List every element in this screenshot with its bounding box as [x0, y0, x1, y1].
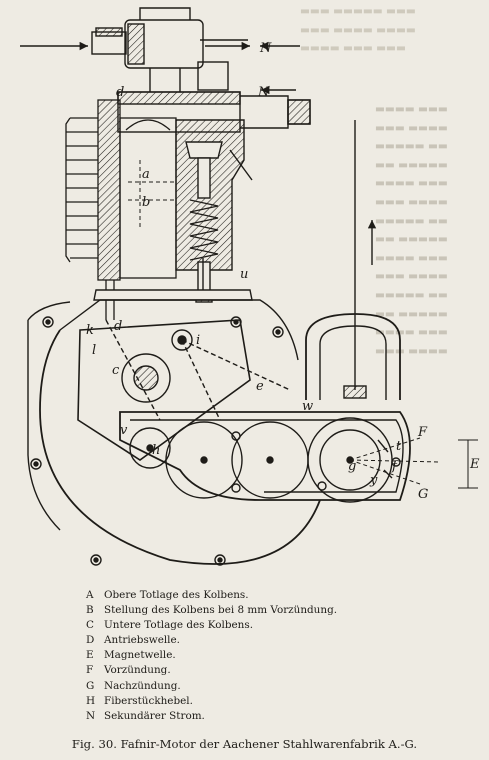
label-u: u: [240, 267, 248, 282]
legend-row: N Sekundärer Strom.: [86, 709, 416, 724]
legend-text: Stellung des Kolbens bei 8 mm Vorzündung…: [104, 604, 338, 617]
label-i: i: [196, 333, 200, 348]
cylinder-fins: [65, 99, 177, 320]
valve-chamber: [117, 91, 311, 133]
label-n-top: N: [259, 41, 272, 56]
label-g: g: [348, 459, 356, 474]
magneto: [305, 313, 401, 400]
label-y: y: [369, 473, 378, 488]
label-k: k: [86, 323, 94, 338]
label-d-left: d: [114, 319, 122, 334]
legend-row: G Nachzündung.: [86, 679, 416, 694]
label-e: e: [256, 379, 264, 394]
legend-key: E: [86, 649, 94, 662]
legend-text: Sekundärer Strom.: [104, 709, 205, 722]
label-E: E: [469, 457, 480, 472]
legend-key: D: [86, 634, 95, 647]
legend-row: E Magnetwelle.: [86, 648, 416, 663]
legend-text: Nachzündung.: [104, 679, 181, 692]
label-f: f: [391, 459, 399, 474]
label-n-mid: N: [257, 85, 270, 100]
label-b: b: [142, 195, 150, 210]
legend-key: A: [86, 589, 94, 601]
label-c: c: [112, 363, 120, 378]
gear-case: [119, 411, 441, 503]
bleed-through-text-top: ▬▬▬ ▬▬▬▬▬ ▬▬▬▬▬▬ ▬▬▬▬ ▬▬▬▬▬▬▬▬ ▬▬▬ ▬▬▬: [300, 5, 416, 55]
legend-row: C Untere Totlage des Kolbens.: [86, 618, 416, 633]
legend-row: F Vorzündung.: [86, 663, 416, 678]
label-d-top: d: [116, 85, 124, 100]
label-v: v: [120, 423, 128, 438]
label-F: F: [417, 425, 428, 440]
bleed-through-text-right: ▬▬▬▬ ▬▬▬▬▬▬ ▬▬▬▬▬▬▬▬▬ ▬▬▬▬ ▬▬▬▬▬▬▬▬▬ ▬▬▬…: [375, 103, 448, 357]
legend-row: A Obere Totlage des Kolbens.: [86, 588, 416, 603]
legend-text: Fiberstückhebel.: [104, 694, 193, 707]
figure-legend: A Obere Totlage des Kolbens. B Stellung des…: [86, 588, 416, 724]
legend-text: Obere Totlage des Kolbens.: [104, 589, 249, 601]
legend-key: N: [86, 709, 96, 722]
label-w: w: [302, 399, 313, 414]
legend-key: G: [86, 679, 95, 692]
legend-key: C: [86, 619, 94, 632]
legend-key: F: [86, 664, 94, 677]
label-t: t: [396, 439, 402, 454]
legend-text: Vorzündung.: [104, 664, 171, 677]
label-G: G: [418, 487, 428, 502]
label-l: l: [92, 343, 96, 358]
legend-row: H Fiberstückhebel.: [86, 694, 416, 709]
legend-row: D Antriebswelle.: [86, 633, 416, 648]
legend-text: Untere Totlage des Kolbens.: [104, 619, 253, 632]
figure-caption: Fig. 30. Fafnir-Motor der Aachener Stahl…: [71, 737, 418, 751]
label-h: h: [152, 443, 160, 458]
legend-key: H: [86, 694, 96, 707]
legend-row: B Stellung des Kolbens bei 8 mm Vorzündun…: [86, 603, 416, 618]
legend-text: Magnetwelle.: [104, 649, 176, 662]
valve-spring: [175, 119, 253, 303]
crankcase: [27, 299, 321, 566]
legend-text: Antriebswelle.: [104, 634, 180, 647]
label-a: a: [142, 167, 150, 182]
engine-drawing: N N d a b u k d l c i e w v h g y f t F …: [20, 7, 480, 566]
inlet-assembly: [20, 7, 250, 92]
legend-key: B: [86, 604, 94, 617]
